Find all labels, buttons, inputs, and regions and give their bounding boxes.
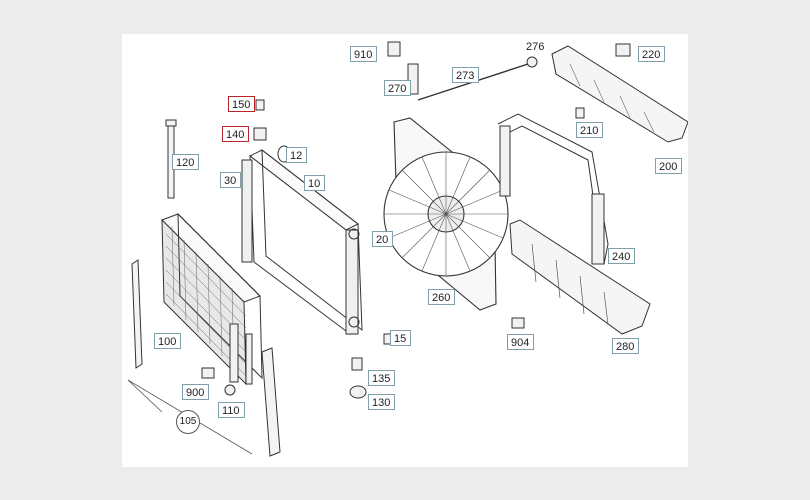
part-label-210[interactable]: 210 — [576, 122, 604, 138]
small-lower-parts — [201, 317, 525, 399]
part-label-270[interactable]: 270 — [384, 80, 412, 96]
sensor-part — [387, 41, 419, 95]
clip-part — [575, 107, 585, 119]
part-label-150[interactable]: 150 — [228, 96, 256, 112]
part-label-120[interactable]: 120 — [172, 154, 200, 170]
cable-end-part — [526, 56, 538, 68]
part-label-240[interactable]: 240 — [608, 248, 636, 264]
part-label-30[interactable]: 30 — [220, 172, 242, 188]
part-label-105[interactable]: 105 — [176, 410, 200, 434]
fastener-parts — [253, 99, 267, 141]
part-label-904[interactable]: 904 — [507, 334, 535, 350]
part-label-280[interactable]: 280 — [612, 338, 640, 354]
part-label-12[interactable]: 12 — [286, 147, 308, 163]
clip-part — [615, 43, 631, 57]
left-side-brackets — [131, 259, 281, 457]
part-label-260[interactable]: 260 — [428, 289, 456, 305]
part-label-130[interactable]: 130 — [368, 394, 396, 410]
part-label-140[interactable]: 140 — [222, 126, 250, 142]
parts-diagram-canvas: 910 276 220 273 270 150 140 210 12 120 200 30 10 20 24… — [122, 34, 688, 467]
part-label-10[interactable]: 10 — [304, 175, 326, 191]
part-label-900[interactable]: 900 — [182, 384, 210, 400]
part-label-910[interactable]: 910 — [350, 46, 378, 62]
leader-line — [127, 379, 163, 413]
part-label-276[interactable]: 276 — [526, 41, 545, 53]
part-label-135[interactable]: 135 — [368, 370, 396, 386]
part-label-200[interactable]: 200 — [655, 158, 683, 174]
part-label-273[interactable]: 273 — [452, 67, 480, 83]
part-label-110[interactable]: 110 — [218, 402, 245, 418]
part-label-20[interactable]: 20 — [372, 231, 394, 247]
fan-shroud — [383, 117, 509, 311]
part-label-100[interactable]: 100 — [154, 333, 182, 349]
top-cover-panel — [551, 45, 688, 143]
condenser — [161, 212, 263, 386]
front-frame — [497, 113, 609, 265]
part-label-220[interactable]: 220 — [638, 46, 666, 62]
air-guide — [509, 219, 651, 335]
part-label-15[interactable]: 15 — [390, 330, 412, 346]
exploded-view-drawing — [127, 41, 688, 457]
